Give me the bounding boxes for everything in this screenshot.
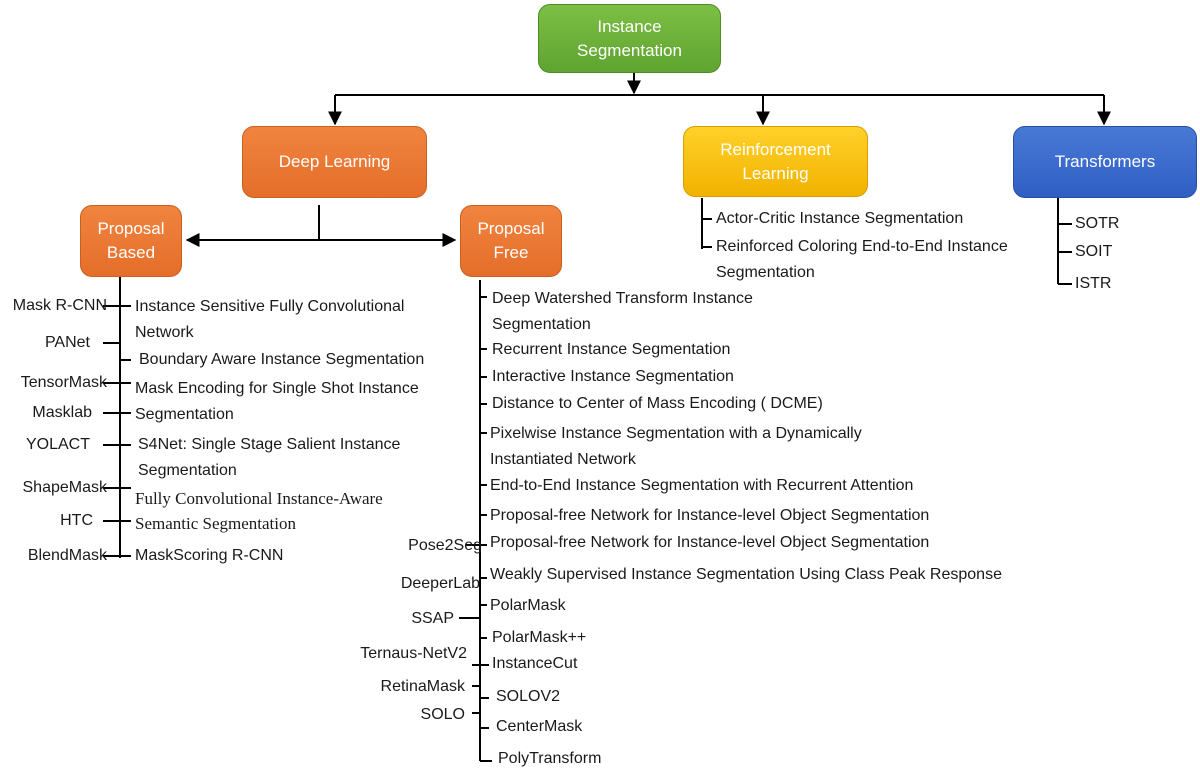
pf-method: Pose2Seg	[408, 537, 482, 554]
pf-method: SOLO	[420, 706, 465, 723]
pb-paper: S4Net: Single Stage Salient Instance Seg…	[138, 436, 401, 479]
pf-paper: Proposal-free Network for Instance-level…	[490, 507, 930, 524]
pf-method: RetinaMask	[380, 678, 465, 695]
pf-paper: SOLOV2	[496, 688, 561, 705]
node-transformers: Transformers	[1013, 126, 1197, 198]
pb-method: PANet	[44, 334, 90, 351]
pf-paper: InstanceCut	[492, 655, 578, 672]
pf-method: DeeperLab	[400, 575, 480, 592]
pb-paper: Instance Sensitive Fully Convolutional N…	[135, 298, 405, 341]
pb-method: BlendMask	[27, 547, 107, 564]
pb-method: Masklab	[32, 404, 92, 421]
pb-paper: Boundary Aware Instance Segmentation	[139, 351, 425, 368]
pf-paper: Proposal-free Network for Instance-level…	[490, 534, 930, 551]
pf-paper: PolarMask	[490, 597, 566, 614]
node-deep-learning: Deep Learning	[242, 126, 427, 198]
pf-paper: End-to-End Instance Segmentation with Re…	[490, 477, 914, 494]
transformer-item: SOTR	[1075, 215, 1120, 232]
pf-paper: Interactive Instance Segmentation	[492, 368, 734, 385]
pb-method: YOLACT	[25, 436, 90, 453]
rl-item: Reinforced Coloring End-to-End Instance …	[716, 238, 1008, 281]
pf-method: Ternaus-NetV2	[360, 645, 467, 662]
transformer-item: SOIT	[1075, 243, 1113, 260]
pf-paper: PolarMask++	[492, 629, 587, 646]
pf-paper: Distance to Center of Mass Encoding ( DC…	[492, 395, 823, 412]
pf-paper: PolyTransform	[498, 750, 602, 767]
node-reinforcement-learning: Reinforcement Learning	[683, 126, 868, 197]
pf-paper: CenterMask	[496, 718, 583, 735]
node-proposal-based: Proposal Based	[80, 205, 182, 277]
pb-paper: Fully Convolutional Instance-Aware Seman…	[135, 489, 383, 533]
node-proposal-free: Proposal Free	[460, 205, 562, 277]
pf-paper: Weakly Supervised Instance Segmentation …	[490, 566, 1002, 583]
pb-paper: MaskScoring R-CNN	[135, 547, 284, 564]
transformer-item: ISTR	[1075, 275, 1112, 292]
pf-method: SSAP	[411, 610, 454, 627]
pf-paper: Recurrent Instance Segmentation	[492, 341, 731, 358]
pb-paper: Mask Encoding for Single Shot Instance S…	[135, 380, 419, 423]
pb-method: HTC	[60, 512, 93, 529]
pb-method: Mask R-CNN	[12, 297, 107, 314]
pb-method: ShapeMask	[22, 479, 108, 496]
pf-paper: Pixelwise Instance Segmentation with a D…	[490, 425, 862, 468]
rl-item: Actor-Critic Instance Segmentation	[716, 210, 964, 227]
pb-method: TensorMask	[20, 374, 107, 391]
root-node-instance-segmentation: Instance Segmentation	[538, 4, 721, 73]
pf-paper: Deep Watershed Transform Instance Segmen…	[492, 290, 753, 333]
